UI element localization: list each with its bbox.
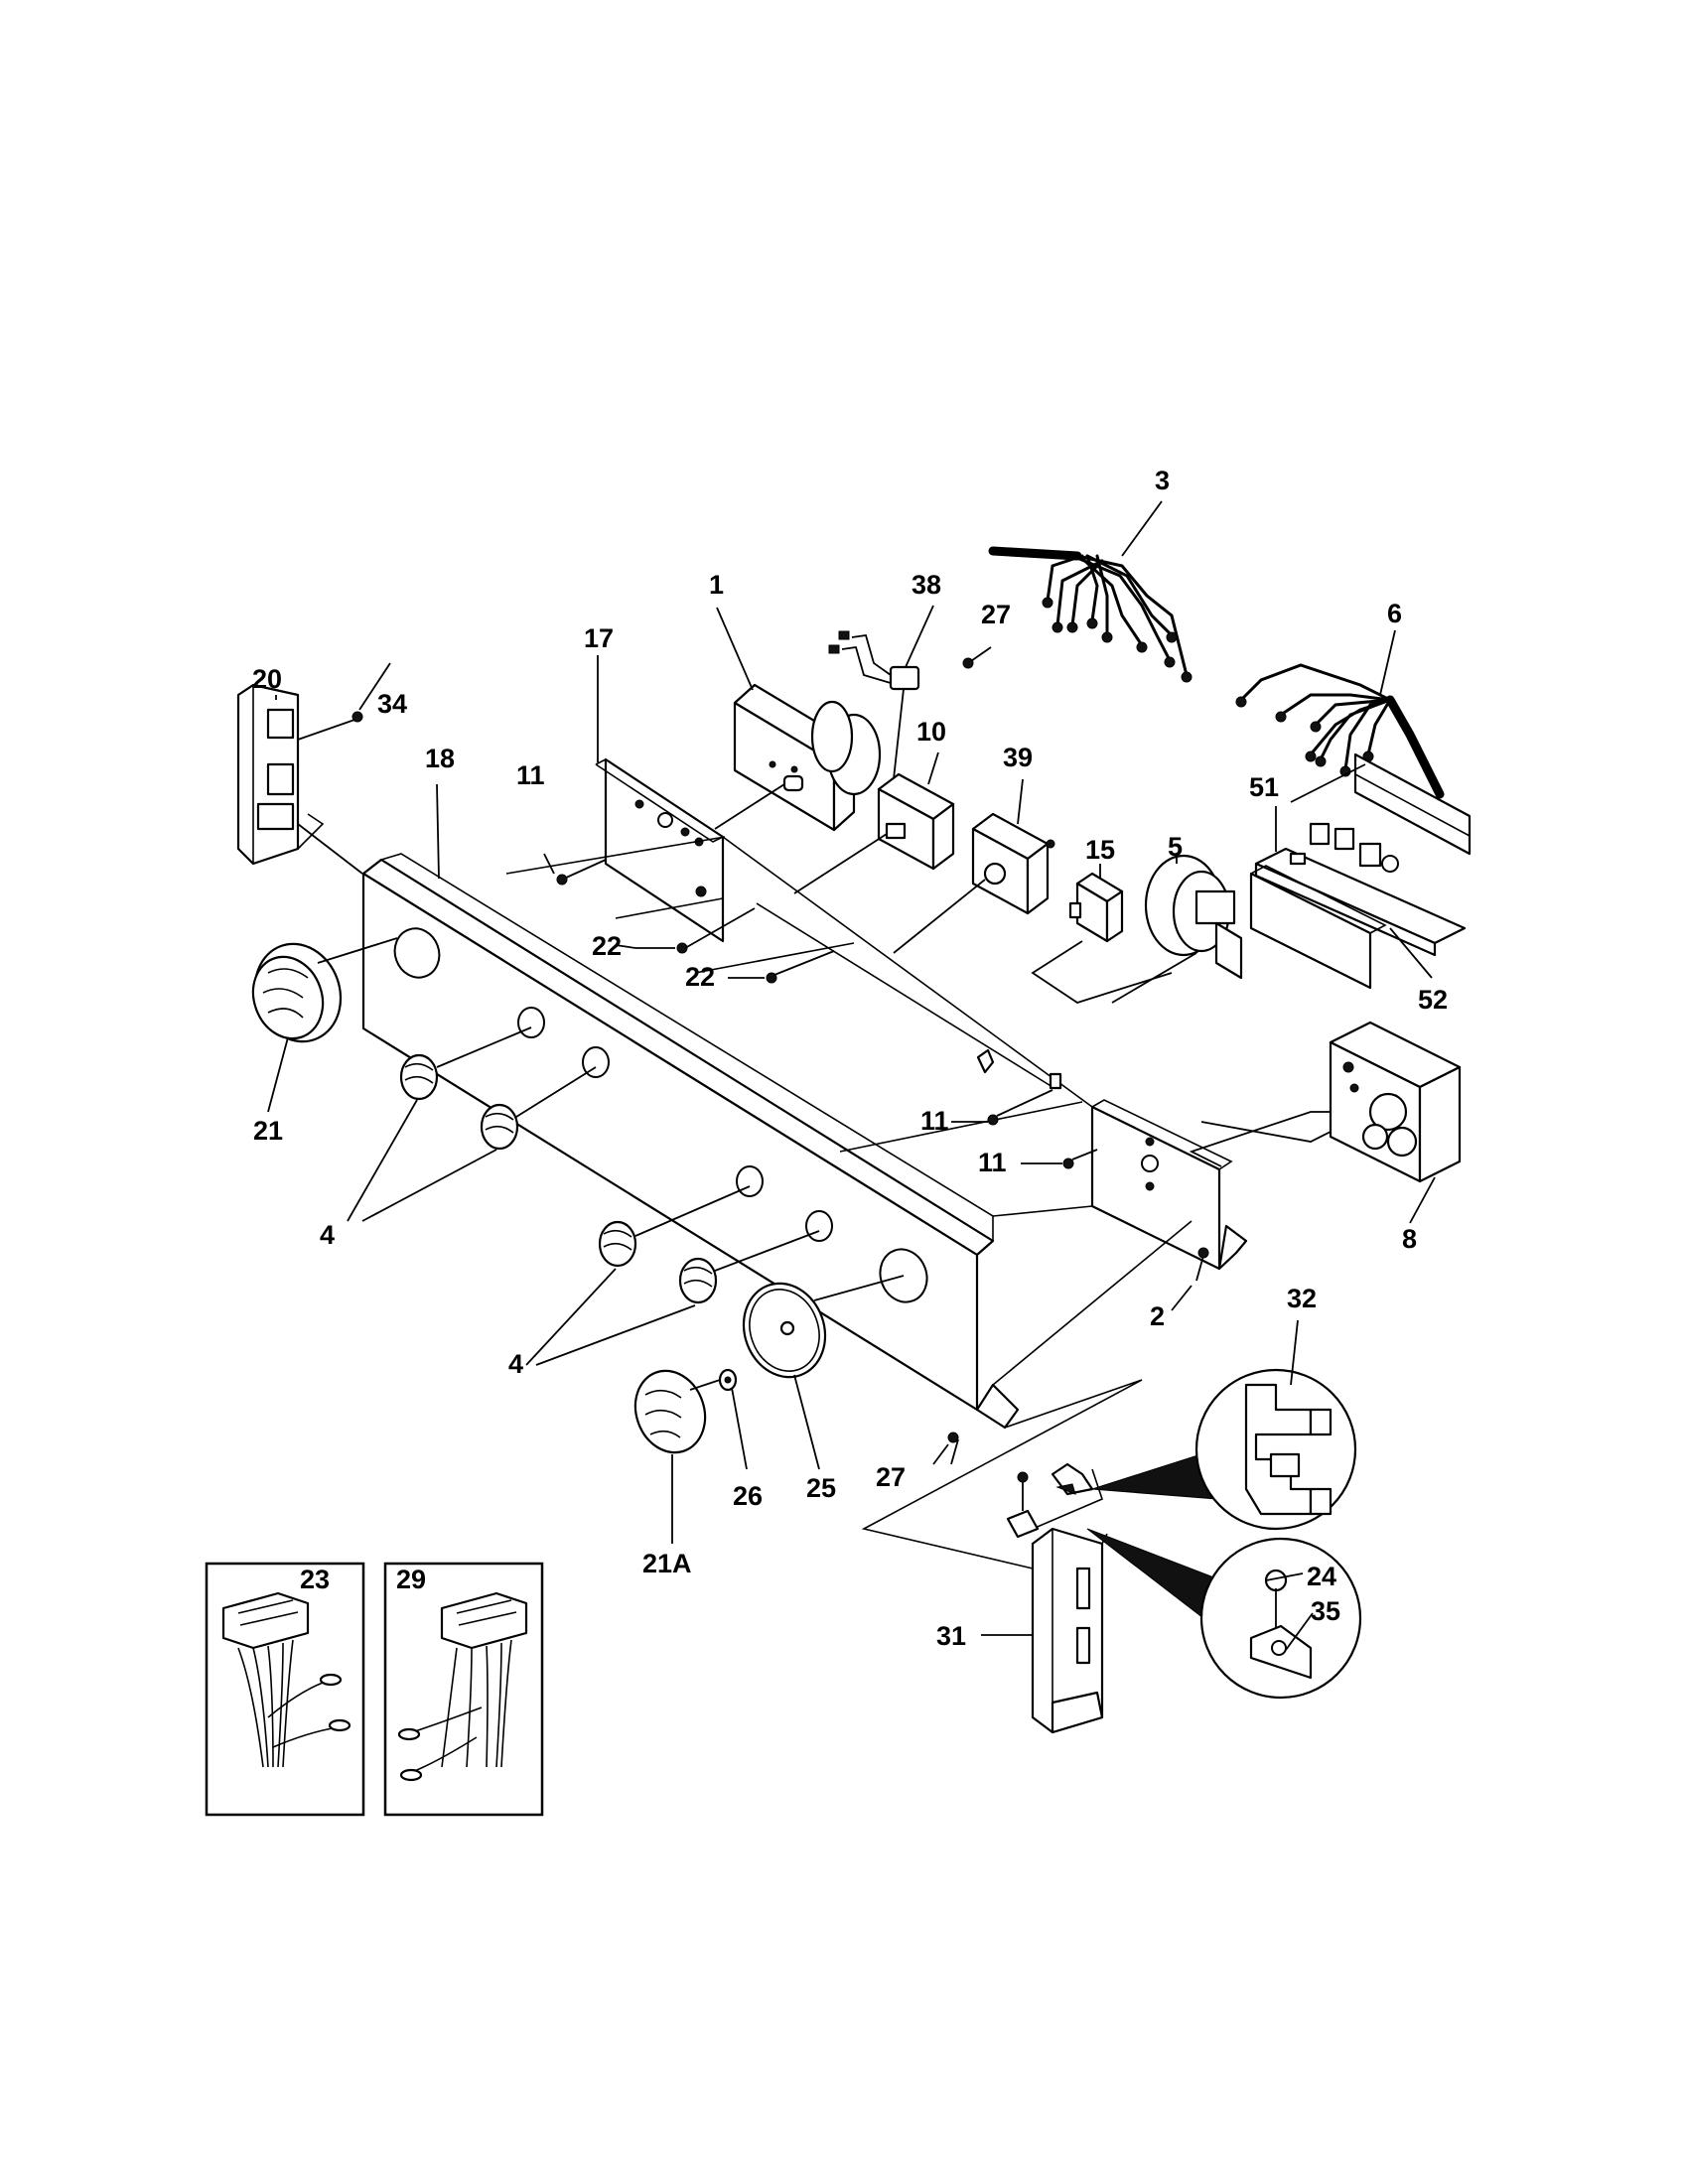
clip-center [976,1048,995,1074]
callout-20: 20 [252,664,282,694]
screw-11-b [951,1072,1062,1126]
callout-38: 38 [912,570,941,600]
dial-25 [742,1275,905,1470]
washer-26 [718,1368,748,1470]
detail-24-35 [1086,1528,1362,1700]
callout-2: 2 [1150,1301,1165,1331]
callout-18: 18 [425,744,455,773]
callout-51: 51 [1249,772,1279,802]
detail-32 [1091,1368,1357,1531]
knob-4-a [399,1026,532,1101]
screw-27-a [962,646,992,669]
screw-11-c [1021,1149,1098,1169]
callout-10: 10 [916,717,946,747]
knob-4-b [480,1066,597,1151]
knob-4-d [678,1230,820,1304]
harness-3 [988,546,1193,683]
callout-11a: 11 [516,760,545,790]
harness-box-23 [205,1562,365,1817]
callout-23: 23 [300,1565,330,1594]
end-cap-20 [236,683,363,875]
callout-22b: 22 [685,962,715,992]
knob-4-c [598,1185,751,1268]
valve-5 [1111,854,1243,1004]
bracket-right [1090,1099,1248,1271]
screw-11-a [543,853,607,886]
callout-labels: 1 2 3 4 4 5 6 8 10 11 11 11 15 17 18 20 … [252,466,1448,1651]
control-board-51 [1249,752,1472,990]
callout-29: 29 [396,1565,426,1594]
control-panel-18 [361,853,1020,1430]
callout-35: 35 [1311,1596,1340,1626]
callout-26: 26 [733,1481,763,1511]
screw-2 [1171,1247,1209,1311]
callout-5: 5 [1168,832,1183,862]
callout-31: 31 [936,1621,966,1651]
control-8 [1189,1021,1462,1183]
knob-21 [251,937,398,1113]
harness-6 [1235,663,1445,799]
callout-22a: 22 [592,931,622,961]
assembly-outline-31 [861,1379,1143,1570]
knob-21a [633,1369,721,1544]
callout-27b: 27 [876,1462,906,1492]
screw-27-b [932,1432,959,1465]
bracket-17 [595,757,725,943]
callout-24: 24 [1307,1562,1336,1591]
callout-15: 15 [1085,835,1115,865]
switch-39 [893,812,1055,954]
callout-21a: 21A [642,1549,692,1578]
clip-32-small [1051,1462,1094,1496]
callout-6: 6 [1387,599,1402,628]
callout-3: 3 [1155,466,1170,495]
callout-34: 34 [377,689,407,719]
callout-4a: 4 [320,1220,335,1250]
callout-8: 8 [1402,1224,1417,1254]
callout-17: 17 [584,623,614,653]
callout-11c: 11 [978,1148,1007,1177]
callout-27a: 27 [981,600,1011,629]
callout-21: 21 [253,1116,283,1146]
knob-4-leaders [347,1099,696,1366]
timer-1 [714,683,882,832]
callout-52: 52 [1418,985,1448,1015]
harness-box-29 [383,1562,544,1817]
assembly-outline [505,836,1193,1386]
end-cap-31 [1031,1527,1108,1734]
screw-22-b [728,950,835,984]
switch-10 [793,772,955,894]
callout-1: 1 [709,570,724,600]
callout-25: 25 [806,1473,836,1503]
leader-lines [275,500,1436,1651]
screw-34 [297,662,391,741]
callout-39: 39 [1003,743,1033,772]
callout-4b: 4 [508,1349,523,1379]
switch-15 [1031,872,1173,1004]
screw-22-a [635,907,756,954]
clip-35-small [1006,1471,1040,1539]
callout-32: 32 [1287,1284,1317,1313]
callout-11b: 11 [920,1106,949,1136]
